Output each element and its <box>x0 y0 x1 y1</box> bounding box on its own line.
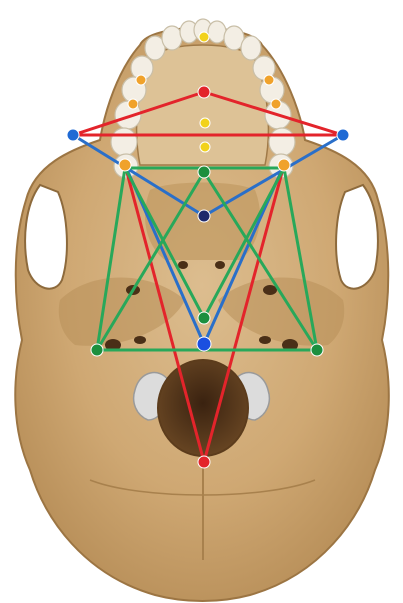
landmark-blue-left-lateral <box>67 129 79 141</box>
landmark-blue-right-lateral <box>337 129 349 141</box>
landmark-green-right <box>311 344 323 356</box>
foramen-magnum <box>158 360 248 456</box>
landmark-blue-basion <box>197 337 211 351</box>
landmark-green-left <box>91 344 103 356</box>
landmark-yellow-2 <box>200 118 210 128</box>
landmark-navy-sphenoid <box>198 210 210 222</box>
landmark-green-top <box>198 166 210 178</box>
landmark-yellow-1 <box>199 32 209 42</box>
right-zygomatic-opening <box>336 185 378 289</box>
landmark-red-opisthion <box>198 456 210 468</box>
landmark-green-center <box>198 312 210 324</box>
landmark-orange-left-1 <box>136 75 146 85</box>
landmark-yellow-3 <box>200 142 210 152</box>
landmark-orange-left-2 <box>128 99 138 109</box>
landmark-orange-left-3 <box>119 159 131 171</box>
left-zygomatic-opening <box>25 185 67 289</box>
landmark-orange-right-2 <box>271 99 281 109</box>
landmark-red-palatal <box>198 86 210 98</box>
landmark-orange-right-3 <box>278 159 290 171</box>
landmark-orange-right-1 <box>264 75 274 85</box>
